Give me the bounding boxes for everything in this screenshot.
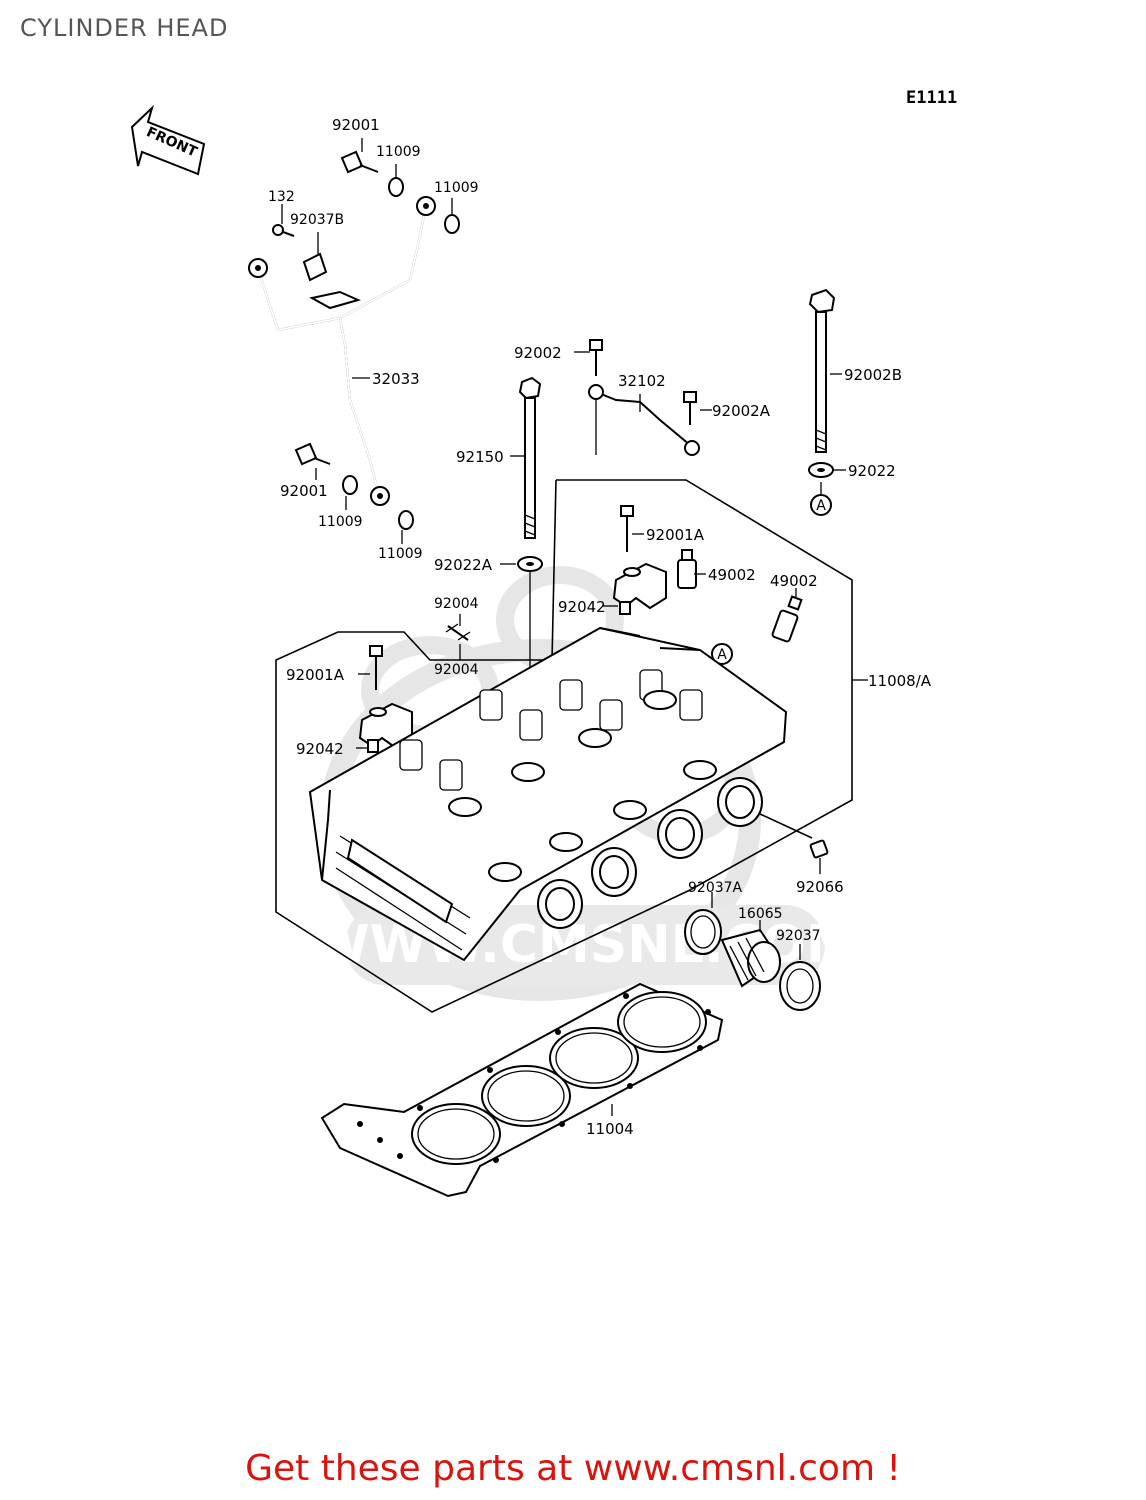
label-92004-b: 92004 xyxy=(434,662,479,678)
bolt-92002A xyxy=(683,391,697,425)
dowel-92042-right xyxy=(619,601,631,615)
bolt-92001A-right xyxy=(620,505,634,552)
label-11009-b: 11009 xyxy=(434,180,479,196)
reference-marker-a-upper: A xyxy=(810,494,832,516)
callout-labels: 92001 11009 11009 132 92037B 32033 92001… xyxy=(268,116,932,1138)
page-title: CYLINDER HEAD xyxy=(20,14,229,42)
label-49002-a: 49002 xyxy=(708,566,756,584)
callout-leader-lines xyxy=(281,138,868,1116)
label-92042-right: 92042 xyxy=(558,598,606,616)
clamp-92037 xyxy=(779,961,821,1011)
label-32102: 32102 xyxy=(618,372,666,390)
bolt-92001-low xyxy=(294,442,331,466)
label-132: 132 xyxy=(268,189,295,205)
label-92037: 92037 xyxy=(776,928,821,944)
label-11004: 11004 xyxy=(586,1120,634,1138)
cylinder-head-body xyxy=(308,626,788,962)
label-16065: 16065 xyxy=(738,906,783,922)
clamp-92037A xyxy=(684,909,722,955)
washer-11009-d xyxy=(398,510,414,530)
bolt-92002 xyxy=(589,339,603,376)
marker-a-upper-label: A xyxy=(816,498,826,514)
washer-11009-b xyxy=(444,214,460,234)
label-92004-a: 92004 xyxy=(434,596,479,612)
dowel-92042-left xyxy=(367,739,379,753)
carburetor-holder-16065 xyxy=(720,928,782,988)
sensor-49002-b xyxy=(771,595,803,643)
label-92001A-left: 92001A xyxy=(286,666,345,684)
label-92037A: 92037A xyxy=(688,880,743,896)
footer-promo-link[interactable]: Get these parts at www.cmsnl.com ! xyxy=(245,1448,901,1489)
label-92001-top: 92001 xyxy=(332,116,380,134)
label-92150: 92150 xyxy=(456,448,504,466)
stud-bolt-92150 xyxy=(518,376,542,539)
stud-bolt-92002B xyxy=(808,288,836,453)
label-92002: 92002 xyxy=(514,344,562,362)
label-49002-b: 49002 xyxy=(770,572,818,590)
camshaft-cap-right xyxy=(612,562,667,610)
plug-92066 xyxy=(809,839,829,859)
label-11009-c: 11009 xyxy=(318,514,363,530)
bolt-92001-top xyxy=(340,150,379,174)
label-92066: 92066 xyxy=(796,878,844,896)
bolt-132 xyxy=(272,224,295,237)
reference-marker-a-lower: A xyxy=(711,643,733,665)
cylinder-head-assembly-frame xyxy=(275,479,853,1013)
oil-pipe-32033 xyxy=(248,196,436,506)
diagram-reference-code: E1111 xyxy=(906,88,958,108)
label-11008A: 11008/A xyxy=(868,672,932,690)
label-92022A: 92022A xyxy=(434,556,493,574)
label-11009-d: 11009 xyxy=(378,546,423,562)
pin-92004 xyxy=(445,623,471,641)
label-92001A-right: 92001A xyxy=(646,526,705,544)
label-32033: 32033 xyxy=(372,370,420,388)
cylinder-head-gasket-11004 xyxy=(320,982,724,1198)
marker-a-lower-label: A xyxy=(717,647,727,663)
washer-11009-a xyxy=(388,177,404,197)
label-92022: 92022 xyxy=(848,462,896,480)
bolt-92001A-left xyxy=(369,645,383,690)
label-92002B: 92002B xyxy=(844,366,902,384)
label-92037B: 92037B xyxy=(290,212,344,228)
label-92002A: 92002A xyxy=(712,402,771,420)
sensor-49002-a xyxy=(677,549,697,589)
label-92042-left: 92042 xyxy=(296,740,344,758)
front-direction-arrow: FRONT xyxy=(130,104,206,176)
washer-11009-c xyxy=(342,475,358,495)
cylinder-head-exploded-diagram: WWW.CMSNL.COM FRONT xyxy=(130,104,932,1198)
oil-pipe-32102 xyxy=(588,384,700,456)
label-11009-a: 11009 xyxy=(376,144,421,160)
label-92001-low: 92001 xyxy=(280,482,328,500)
